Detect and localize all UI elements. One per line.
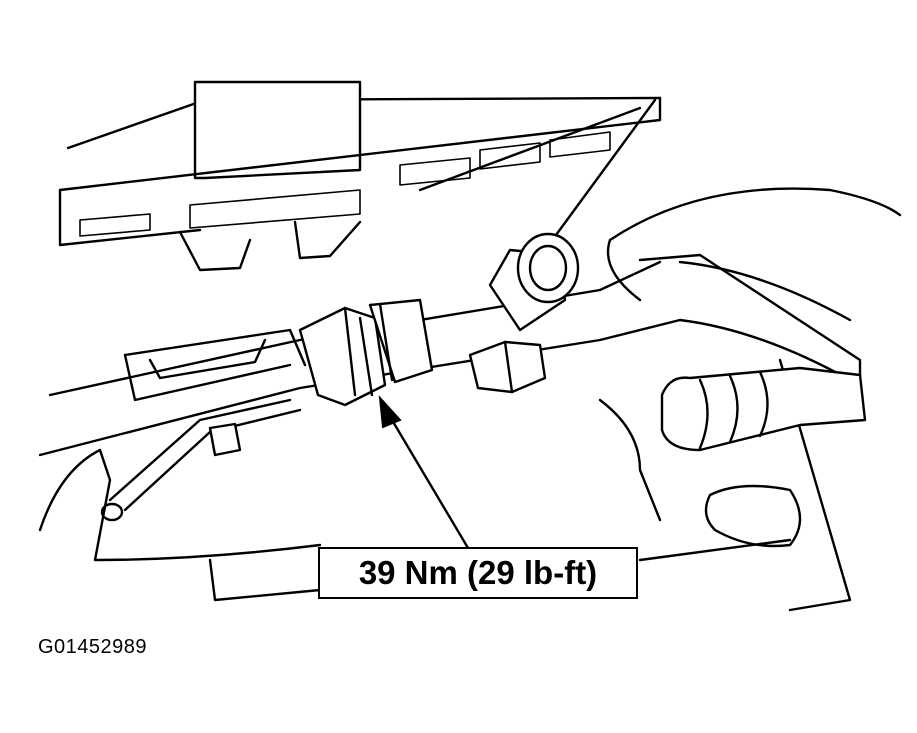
lower-bracket [100, 328, 307, 522]
lower-chassis [38, 398, 792, 602]
right-cowl [606, 187, 902, 612]
torque-fitting [298, 298, 434, 407]
ribbed-hose [660, 366, 867, 452]
torque-spec-label: 39 Nm (29 lb-ft) [318, 547, 638, 599]
fuel-line-upper [38, 260, 852, 457]
upper-housing [58, 80, 662, 272]
figure-id: G01452989 [38, 636, 148, 658]
leader-line-upper [543, 98, 657, 252]
small-hex-fitting [468, 340, 547, 394]
callout-arrow [378, 395, 470, 550]
cutout-opening [704, 484, 802, 548]
quick-connect-port [488, 232, 580, 332]
